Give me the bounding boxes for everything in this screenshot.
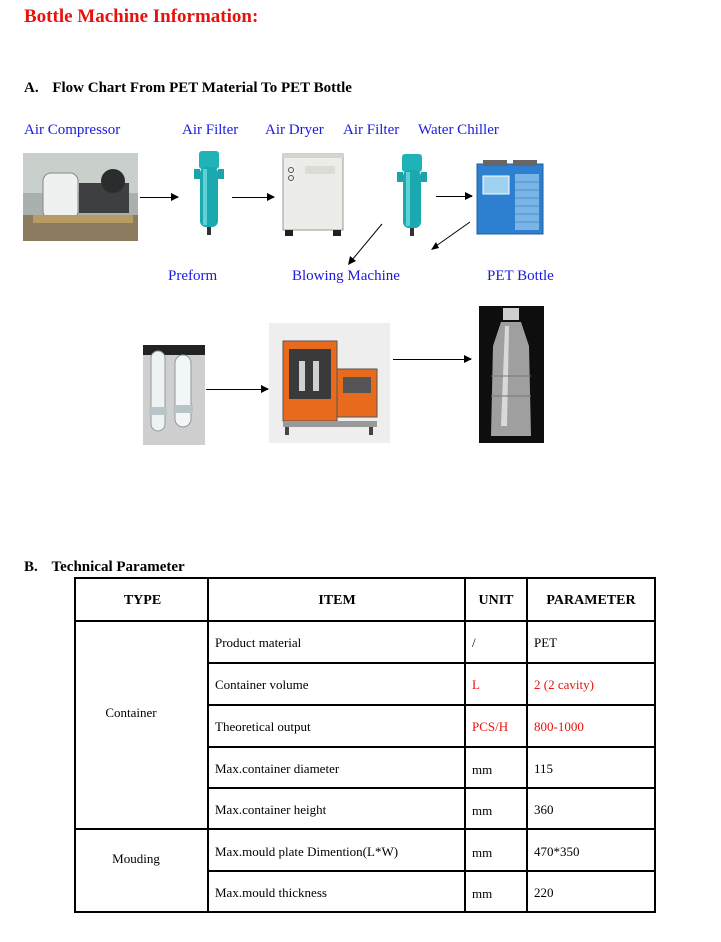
table-hline [209,787,654,789]
row-parameter: PET [534,635,558,650]
header-unit: UNIT [478,593,514,608]
label-water-chiller: Water Chiller [418,122,499,138]
row-item: Max.container diameter [215,761,340,776]
header-parameter: PARAMETER [546,593,636,608]
section-b-heading: B. Technical Parameter [24,559,185,576]
header-type: TYPE [123,593,162,608]
row-item: Max.mould thickness [215,885,327,900]
row-unit: mm [472,762,493,777]
arrow-filter-to-dryer [232,193,275,201]
diagonal-arrows [348,221,471,265]
arrow-machine-to-bottle [393,355,472,363]
preform-photo [143,345,205,445]
row-unit: mm [472,886,493,901]
table-hline [209,870,654,872]
section-a-heading: A. Flow Chart From PET Material To PET B… [24,80,352,97]
label-air-filter-1: Air Filter [182,122,239,138]
table-hline [209,662,654,664]
blowing-machine-photo [269,323,390,443]
row-unit: / [472,635,476,650]
row-unit: mm [472,803,493,818]
label-air-dryer: Air Dryer [265,122,324,138]
arrow-filter2-to-chiller [436,192,473,200]
section-a-title: Flow Chart From PET Material To PET Bott… [52,80,352,96]
table-hline [76,620,654,622]
row-parameter: 2 (2 cavity) [534,677,594,692]
arrow-compressor-to-filter [140,193,179,201]
row-unit: mm [472,845,493,860]
label-pet-bottle: PET Bottle [487,268,554,284]
section-b-title: Technical Parameter [51,559,185,575]
table-vline [526,579,528,911]
row-unit: L [472,677,480,692]
table-hline [209,746,654,748]
air-dryer-photo [281,152,345,238]
header-item: ITEM [318,593,356,608]
arrow-preform-to-machine [206,385,269,393]
section-a-letter: A. [24,80,39,96]
table-hline [209,704,654,706]
row-item: Product material [215,635,302,650]
row-item: Theoretical output [215,719,311,734]
row-parameter: 470*350 [534,844,580,859]
row-parameter: 220 [534,885,554,900]
pet-bottle-photo [479,306,544,443]
table-hline [76,828,654,830]
label-air-compressor: Air Compressor [24,122,121,138]
table-vline [207,579,209,911]
row-parameter: 800-1000 [534,719,584,734]
row-parameter: 360 [534,802,554,817]
row-unit: PCS/H [472,719,509,734]
label-preform: Preform [168,268,218,284]
type-mouding: Mouding [112,851,160,866]
label-blowing-machine: Blowing Machine [292,268,400,284]
air-filter-2-photo [393,152,431,238]
row-parameter: 115 [534,761,554,776]
label-air-filter-2: Air Filter [343,122,400,138]
row-item: Container volume [215,677,309,692]
table-vline [464,579,466,911]
row-item: Max.mould plate Dimention(L*W) [215,844,399,859]
row-item: Max.container height [215,802,327,817]
page-title: Bottle Machine Information: [24,6,259,27]
type-container: Container [105,705,157,720]
air-compressor-photo [23,153,138,241]
technical-parameter-table: TYPE ITEM UNIT PARAMETER Container Moudi… [74,577,656,913]
water-chiller-photo [475,158,545,238]
air-filter-1-photo [190,149,228,237]
section-b-letter: B. [24,559,38,575]
